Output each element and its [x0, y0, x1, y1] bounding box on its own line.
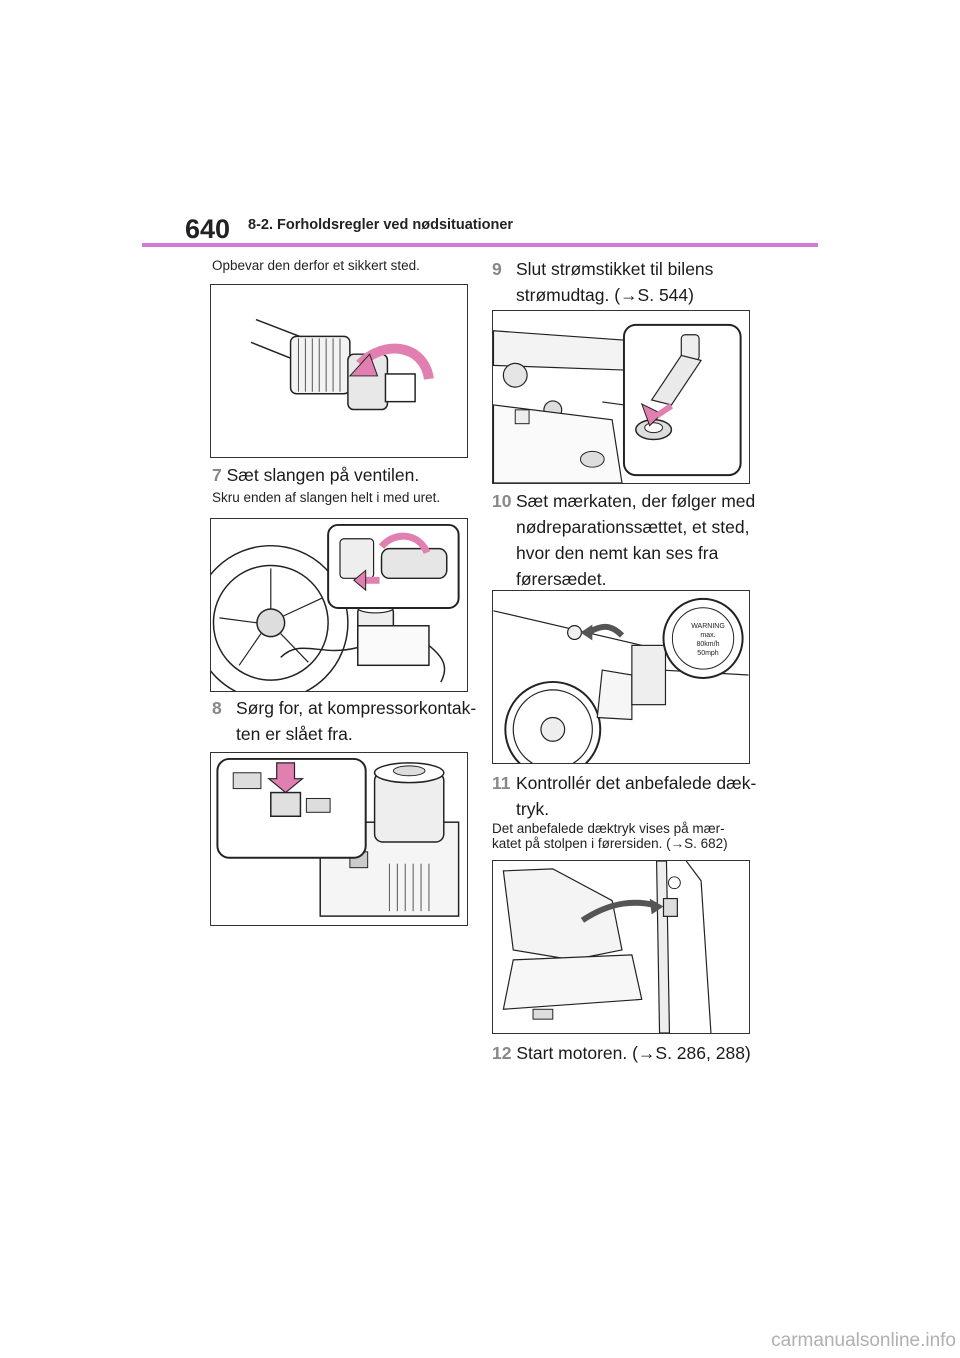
header-divider	[142, 243, 818, 247]
step-8-number: 8	[212, 698, 222, 718]
step-7-text: Sæt slangen på ventilen.	[226, 465, 420, 485]
door-pillar-illustration	[492, 860, 750, 1034]
compressor-switch-illustration	[210, 752, 468, 926]
step-11-note: Det anbefalede dæktryk vises på mær- kat…	[492, 821, 728, 851]
warning-sticker-kmh: 80km/h	[696, 641, 720, 648]
step-12-number: 12	[492, 1043, 512, 1063]
warning-sticker: WARNING max. 80km/h 50mph	[690, 622, 726, 658]
tire-hose-illustration	[210, 518, 468, 692]
step-10-text-line3: hvor den nemt kan ses fra	[516, 543, 719, 563]
step-10-text-line1: Sæt mærkaten, der følger med	[516, 491, 756, 511]
step-8-text-line1: Sørg for, at kompressorkontak-	[236, 698, 477, 718]
power-outlet-illustration	[492, 310, 750, 484]
step-11-text-line1: Kontrollér det anbefalede dæk-	[516, 773, 757, 793]
warning-sticker-title: WARNING	[691, 623, 725, 630]
step-11-note-line2: katet på stolpen i førersiden. (→S. 682)	[492, 836, 728, 851]
sticker-placement-illustration	[492, 590, 750, 764]
step-12: 12 Start motoren. (→S. 286, 288)	[492, 1040, 751, 1066]
intro-note: Opbevar den derfor et sikkert sted.	[212, 258, 420, 273]
step-9-number: 9	[492, 259, 502, 279]
step-9: 9 Slut strømstikket til bilens strømudtag…	[492, 256, 776, 308]
warning-sticker-max: max.	[700, 632, 716, 639]
warning-sticker-mph: 50mph	[697, 650, 719, 657]
step-9-text-line1: Slut strømstikket til bilens	[516, 259, 714, 279]
step-10-number: 10	[492, 491, 512, 511]
step-11-text-line2: tryk.	[516, 799, 550, 819]
step-10-text-line2: nødreparationssættet, et sted,	[516, 517, 750, 537]
step-8: 8 Sørg for, at kompressorkontak- ten er s…	[212, 695, 486, 747]
step-11-note-line1: Det anbefalede dæktryk vises på mær-	[492, 821, 725, 836]
step-9-text-line2: strømudtag. (→S. 544)	[516, 285, 694, 305]
page-number: 640	[185, 214, 231, 244]
step-7-number: 7	[212, 465, 222, 485]
hose-end-illustration	[210, 284, 468, 458]
step-11-number: 11	[492, 773, 511, 793]
step-8-text-line2: ten er slået fra.	[236, 724, 353, 744]
step-12-text: Start motoren. (→S. 286, 288)	[516, 1043, 751, 1063]
step-7-note: Skru enden af slangen helt i med uret.	[212, 490, 441, 505]
watermark: carmanualsonline.info	[771, 1330, 956, 1351]
section-title: 8-2. Forholdsregler ved nødsituationer	[248, 217, 514, 233]
step-7: 7 Sæt slangen på ventilen.	[212, 462, 419, 488]
step-10-text-line4: førersædet.	[516, 569, 607, 589]
